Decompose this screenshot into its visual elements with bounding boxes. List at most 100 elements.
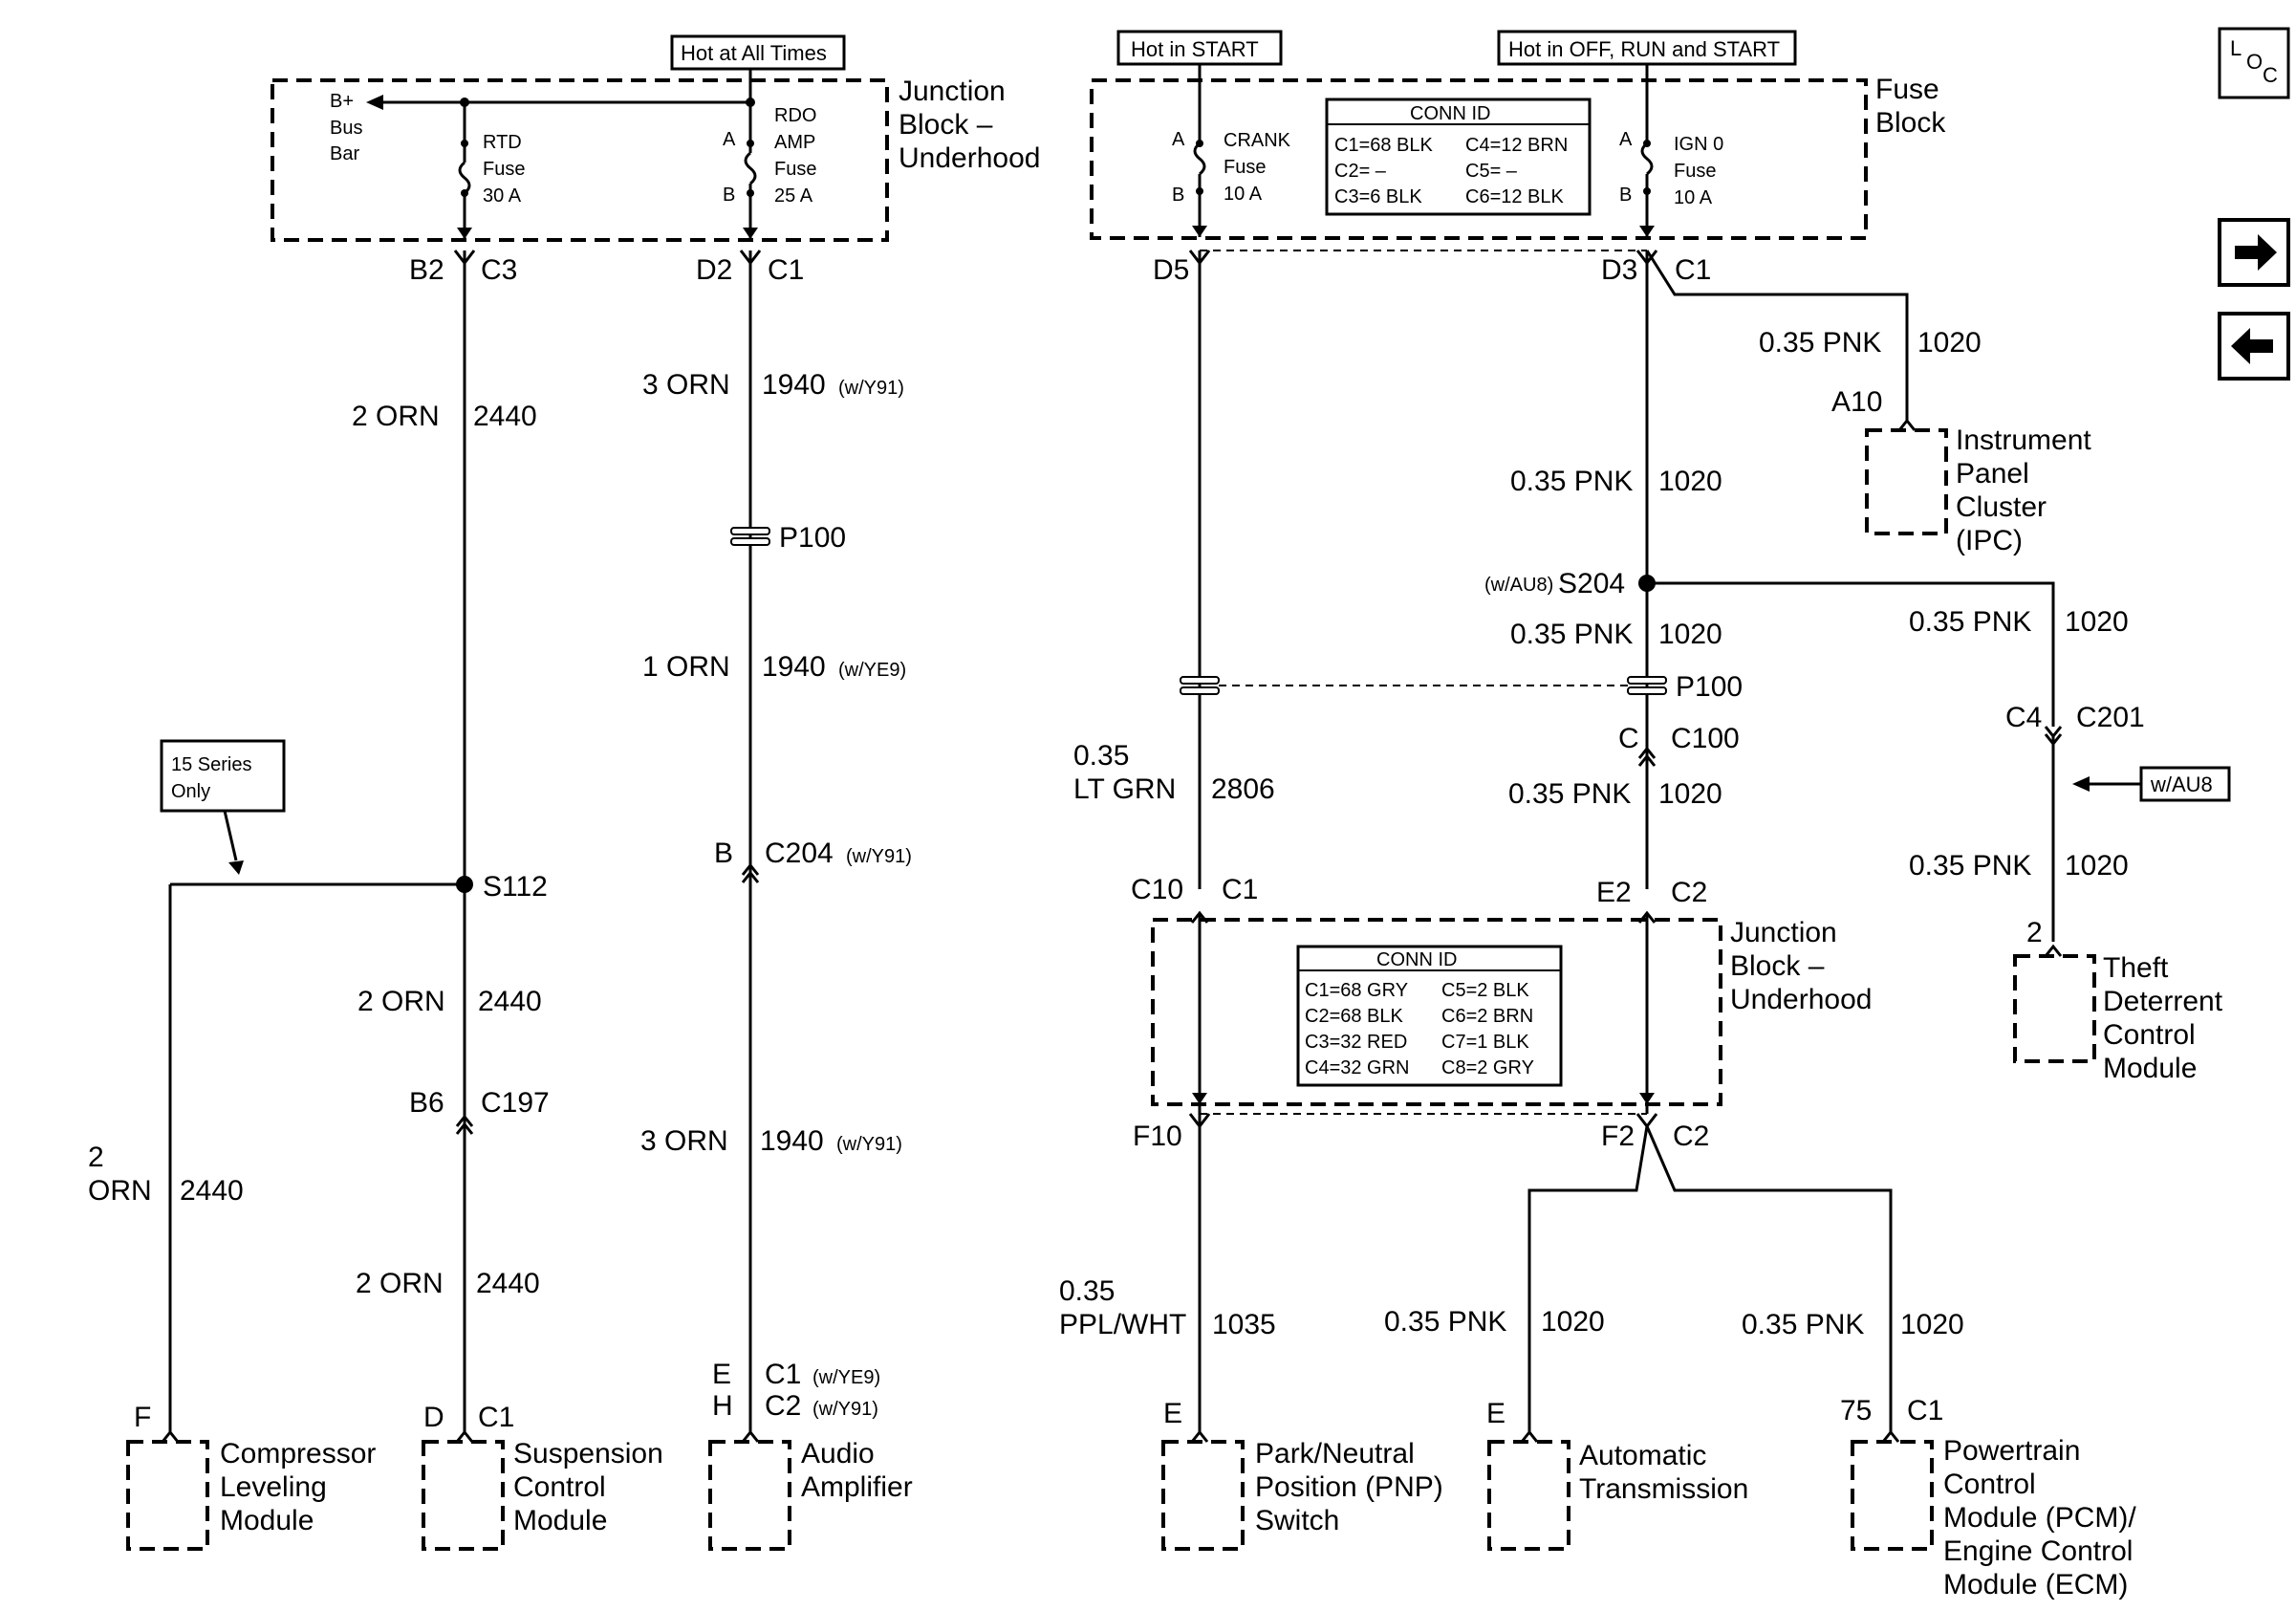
loc-button[interactable]: L O C [2218,27,2290,99]
conn-f2: F2 [1601,1121,1635,1152]
trans-pin: E [1486,1398,1505,1429]
junction-block-mid-title-3: Underhood [1730,984,1872,1015]
wire-2440-d-num: 2440 [180,1175,244,1207]
compressor-leveling-module: F Compressor Leveling Module [126,1402,376,1551]
hot-all-times-box [670,34,846,71]
wire-2440-c-color: 2 ORN [356,1268,444,1299]
rdo-fuse-label-3: Fuse [774,159,816,180]
wire-2440-d-gauge: 2 [88,1142,104,1173]
instrument-panel-cluster: Instrument Panel Cluster (IPC) [1865,425,2091,556]
wire-1940-b-color: 1 ORN [642,651,730,683]
series-note-2: Only [171,781,210,802]
rdo-fuse-icon [744,151,757,185]
pcm-conn: C1 [1907,1395,1943,1426]
pcm-label-3: Module (PCM)/ [1943,1502,2136,1534]
junction-block-top: Hot at All Times Junction Block – Underh… [271,34,1040,242]
conn-b2: B2 [409,254,444,286]
audio-opt-ye9: (w/YE9) [812,1367,880,1388]
wire-2440-b-color: 2 ORN [357,986,445,1017]
loc-o: O [2246,50,2263,74]
pnp-label-3: Switch [1255,1505,1339,1536]
automatic-transmission: E Automatic Transmission [1486,1398,1748,1551]
fuse-conn-r1c2: C4=12 BRN [1465,135,1568,156]
splice-s112-label: S112 [483,871,548,903]
crank-fuse-label-1: CRANK [1224,130,1291,151]
crank-fuse-icon [1193,142,1206,176]
rdo-fuse-label-2: AMP [774,132,815,153]
wire-1940-a-color: 3 ORN [642,369,730,401]
c204-opt: (w/Y91) [846,846,912,867]
pnp-pin: E [1163,1398,1182,1429]
pcm-pin: 75 [1840,1395,1872,1426]
wire-1020-trans-color: 0.35 PNK [1384,1306,1506,1338]
jb-conn-r3c2: C7=1 BLK [1441,1032,1529,1053]
s204-label: S204 [1558,568,1625,599]
audio-label-1: Audio [801,1438,875,1469]
loc-icon[interactable] [2218,27,2290,99]
au8-arrow-icon [2072,776,2090,792]
p100-right-icon [1627,676,1667,685]
rdo-fuse-label-4: 25 A [774,185,813,207]
conn-a10: A10 [1831,386,1882,418]
jb-conn-r2c2: C6=2 BRN [1441,1006,1533,1027]
powertrain-control-module: 75 C1 Powertrain Control Module (PCM)/ E… [1840,1395,2136,1600]
ipc-label-2: Panel [1956,458,2029,490]
wire-2440-b-num: 2440 [478,986,542,1017]
junction-block-top-title-1: Junction [899,76,1006,107]
wire-1940-b-num: 1940 [762,651,826,683]
crank-fuse-label-3: 10 A [1224,184,1263,205]
ign-pin-b: B [1619,185,1632,206]
wire-2440-c-num: 2440 [476,1268,540,1299]
next-page-button[interactable] [2218,218,2290,287]
jb-conn-r4c2: C8=2 GRY [1441,1057,1534,1078]
wire-1020-ipc-num: 1020 [1917,327,1982,359]
loc-c: C [2263,63,2278,87]
rtd-fuse-label-1: RTD [483,132,522,153]
rtd-fuse-icon [458,161,471,195]
suspension-pin: D [423,1402,444,1433]
wire-1020-theft-a-num: 1020 [2065,606,2129,638]
wire-1020-b-color: 0.35 PNK [1510,619,1633,650]
series-note-1: 15 Series [171,754,252,775]
junction-block-top-title-2: Block – [899,109,993,141]
crank-fuse-label-2: Fuse [1224,157,1266,178]
pnp-label-2: Position (PNP) [1255,1471,1443,1503]
audio-opt-y91: (w/Y91) [812,1399,878,1420]
wire-2806-color: LT GRN [1073,773,1176,805]
wire-1020-theft-a-color: 0.35 PNK [1909,606,2031,638]
junction-block-top-title-3: Underhood [899,142,1040,174]
s204-opt: (w/AU8) [1484,575,1553,596]
theft-pin: 2 [2026,917,2043,948]
crank-pin-b: B [1172,185,1184,206]
wire-2440-a-num: 2440 [473,401,537,432]
fuse-block-title-1: Fuse [1875,74,1939,105]
audio-amplifier: E C1 (w/YE9) H C2 (w/Y91) Audio Amplifie… [708,1359,913,1551]
jb-conn-id-header: CONN ID [1376,949,1457,970]
wire-2440-a-color: 2 ORN [352,401,440,432]
wire-2806-num: 2806 [1211,773,1275,805]
wire-1035-num: 1035 [1212,1309,1276,1340]
conn-c1-right: C1 [1675,254,1711,286]
wire-1035-gauge: 0.35 [1059,1275,1115,1307]
audio-conn-c2: C2 [765,1390,801,1422]
p100-left-label: P100 [779,522,846,554]
prev-page-button[interactable] [2218,312,2290,381]
jb-conn-r3c1: C3=32 RED [1305,1032,1407,1053]
wire-2440-d-color: ORN [88,1175,152,1207]
fuse-conn-r2c1: C2= – [1334,161,1387,182]
compressor-pin: F [134,1402,151,1433]
wire-1020-pcm-color: 0.35 PNK [1742,1309,1864,1340]
conn-d2: D2 [696,254,732,286]
trans-label-1: Automatic [1579,1440,1706,1471]
wire-1020-b-num: 1020 [1658,619,1722,650]
bus-bar-label-1: B+ [330,91,354,112]
wire-1020-a-color: 0.35 PNK [1510,466,1633,497]
wire-1020-trans-num: 1020 [1541,1306,1605,1338]
fuse-conn-r1c1: C1=68 BLK [1334,135,1434,156]
pcm-label-5: Module (ECM) [1943,1569,2128,1600]
suspension-label-1: Suspension [513,1438,663,1469]
au8-note-label: w/AU8 [2150,773,2213,796]
wire-1020-pcm-num: 1020 [1900,1309,1964,1340]
ipc-label-1: Instrument [1956,425,2091,456]
